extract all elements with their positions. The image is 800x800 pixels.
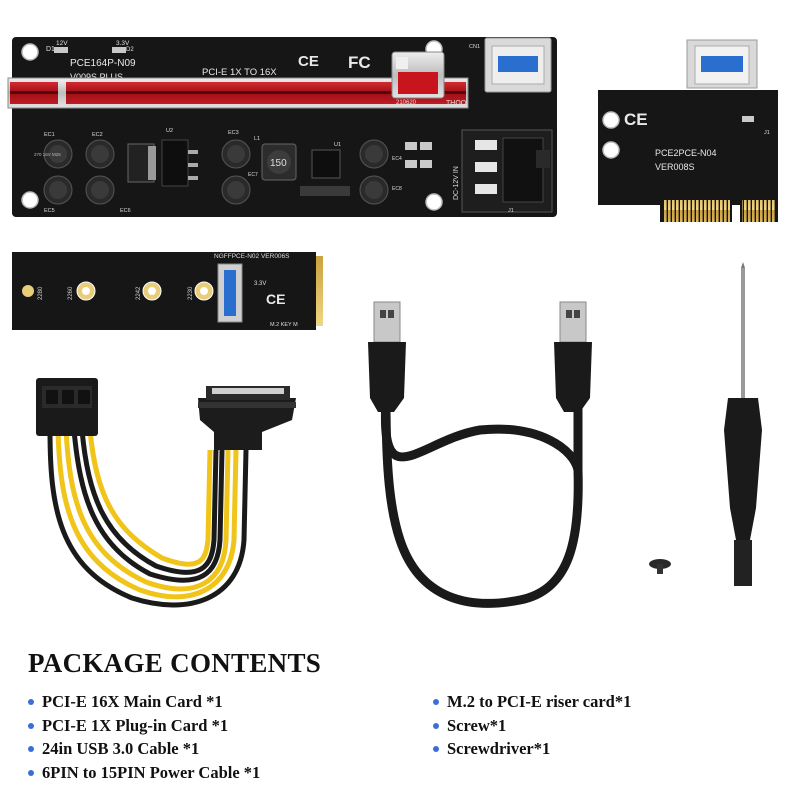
- cap-label-ec7: EC7: [248, 172, 258, 178]
- cap-rating: 270 16V M25: [34, 152, 61, 157]
- m2-riser-card: 2280 2260 2242 2230 NGFFPCE-N02 VER006S …: [12, 252, 323, 330]
- list-item: Screwdriver*1: [433, 737, 631, 761]
- bullet-icon: [433, 722, 439, 729]
- fc-mark: FC: [348, 53, 371, 72]
- m2-voltage: 3.3V: [254, 281, 266, 287]
- bullet-icon: [433, 746, 439, 752]
- package-list-right: M.2 to PCI-E riser card*1 Screw*1 Screwd…: [433, 690, 631, 761]
- label-u2: U2: [166, 128, 173, 134]
- bullet-icon: [28, 699, 34, 705]
- date-code: 210620: [396, 100, 417, 106]
- cap-label-ec2: EC2: [92, 132, 103, 138]
- label-u1: U1: [334, 142, 341, 148]
- cap-label-ec6: EC6: [120, 208, 131, 214]
- m2-size-2242: 2242: [136, 286, 142, 300]
- cap-label-ec1: EC1: [44, 132, 55, 138]
- plugin-ce-mark: CE: [624, 110, 648, 129]
- m2-size-2280: 2280: [38, 286, 44, 300]
- cap-label-ec4: EC4: [392, 156, 402, 162]
- label-cn1: CN1: [469, 44, 480, 50]
- ce-mark: CE: [298, 53, 319, 70]
- list-item: Screw*1: [433, 714, 631, 738]
- main-card-model: PCE164P-N09: [70, 58, 136, 69]
- label-d2: D2: [126, 47, 134, 53]
- plugin-card-version: VER008S: [655, 162, 695, 172]
- plugin-label-j1: J1: [764, 130, 770, 136]
- m2-size-2260: 2260: [68, 286, 74, 300]
- plugin-card-model: PCE2PCE-N04: [655, 148, 717, 158]
- cap-label-ec5: EC5: [44, 208, 55, 214]
- label-d1: D1: [46, 46, 55, 53]
- bullet-icon: [28, 769, 34, 776]
- cap-label-ec3: EC3: [228, 130, 239, 136]
- bullet-icon: [28, 722, 34, 729]
- main-card-slot-text: PCI-E 1X TO 16X: [202, 67, 277, 78]
- capacitors: [43, 139, 389, 205]
- list-item: M.2 to PCI-E riser card*1: [433, 690, 631, 714]
- pcie-1x-plugin-card: CE PCE2PCE-N04 VER008S J1: [598, 39, 778, 222]
- label-l1: L1: [254, 136, 260, 142]
- screwdriver: [724, 262, 762, 586]
- package-contents-heading: PACKAGE CONTENTS: [28, 648, 322, 678]
- bullet-icon: [433, 699, 439, 705]
- m2-ce-mark: CE: [266, 291, 285, 307]
- list-item: 24in USB 3.0 Cable *1: [28, 737, 260, 761]
- label-3-3v: 3.3V: [116, 40, 130, 47]
- bullet-icon: [28, 746, 34, 752]
- list-item: PCI-E 16X Main Card *1: [28, 690, 260, 714]
- package-list-left: PCI-E 16X Main Card *1 PCI-E 1X Plug-in …: [28, 690, 260, 784]
- pcie-16x-main-card: D1 12V 3.3V D2 PCE164P-N09 V009S PLUS PC…: [7, 37, 557, 217]
- screw: [649, 559, 671, 574]
- label-j1-main: J1: [508, 208, 514, 214]
- label-12v: 12V: [56, 40, 68, 47]
- list-item: 6PIN to 15PIN Power Cable *1: [28, 761, 260, 785]
- main-card-version: V009S PLUS: [70, 72, 123, 82]
- m2-model: NGFFPCE-N02 VER006S: [214, 253, 290, 260]
- usb-3-cable: [368, 301, 592, 608]
- power-label: DC-12V IN: [453, 166, 460, 200]
- cap-label-ec8: EC8: [392, 186, 402, 192]
- brand-partial: THOO: [446, 100, 467, 107]
- inductor-code: 150: [270, 158, 287, 169]
- list-item: PCI-E 1X Plug-in Card *1: [28, 714, 260, 738]
- m2-size-2230: 2230: [188, 286, 194, 300]
- product-photo: D1 12V 3.3V D2 PCE164P-N09 V009S PLUS PC…: [7, 37, 778, 608]
- 6pin-to-15pin-power-cable: [36, 378, 296, 608]
- m2-key-text: M.2 KEY M: [270, 322, 298, 328]
